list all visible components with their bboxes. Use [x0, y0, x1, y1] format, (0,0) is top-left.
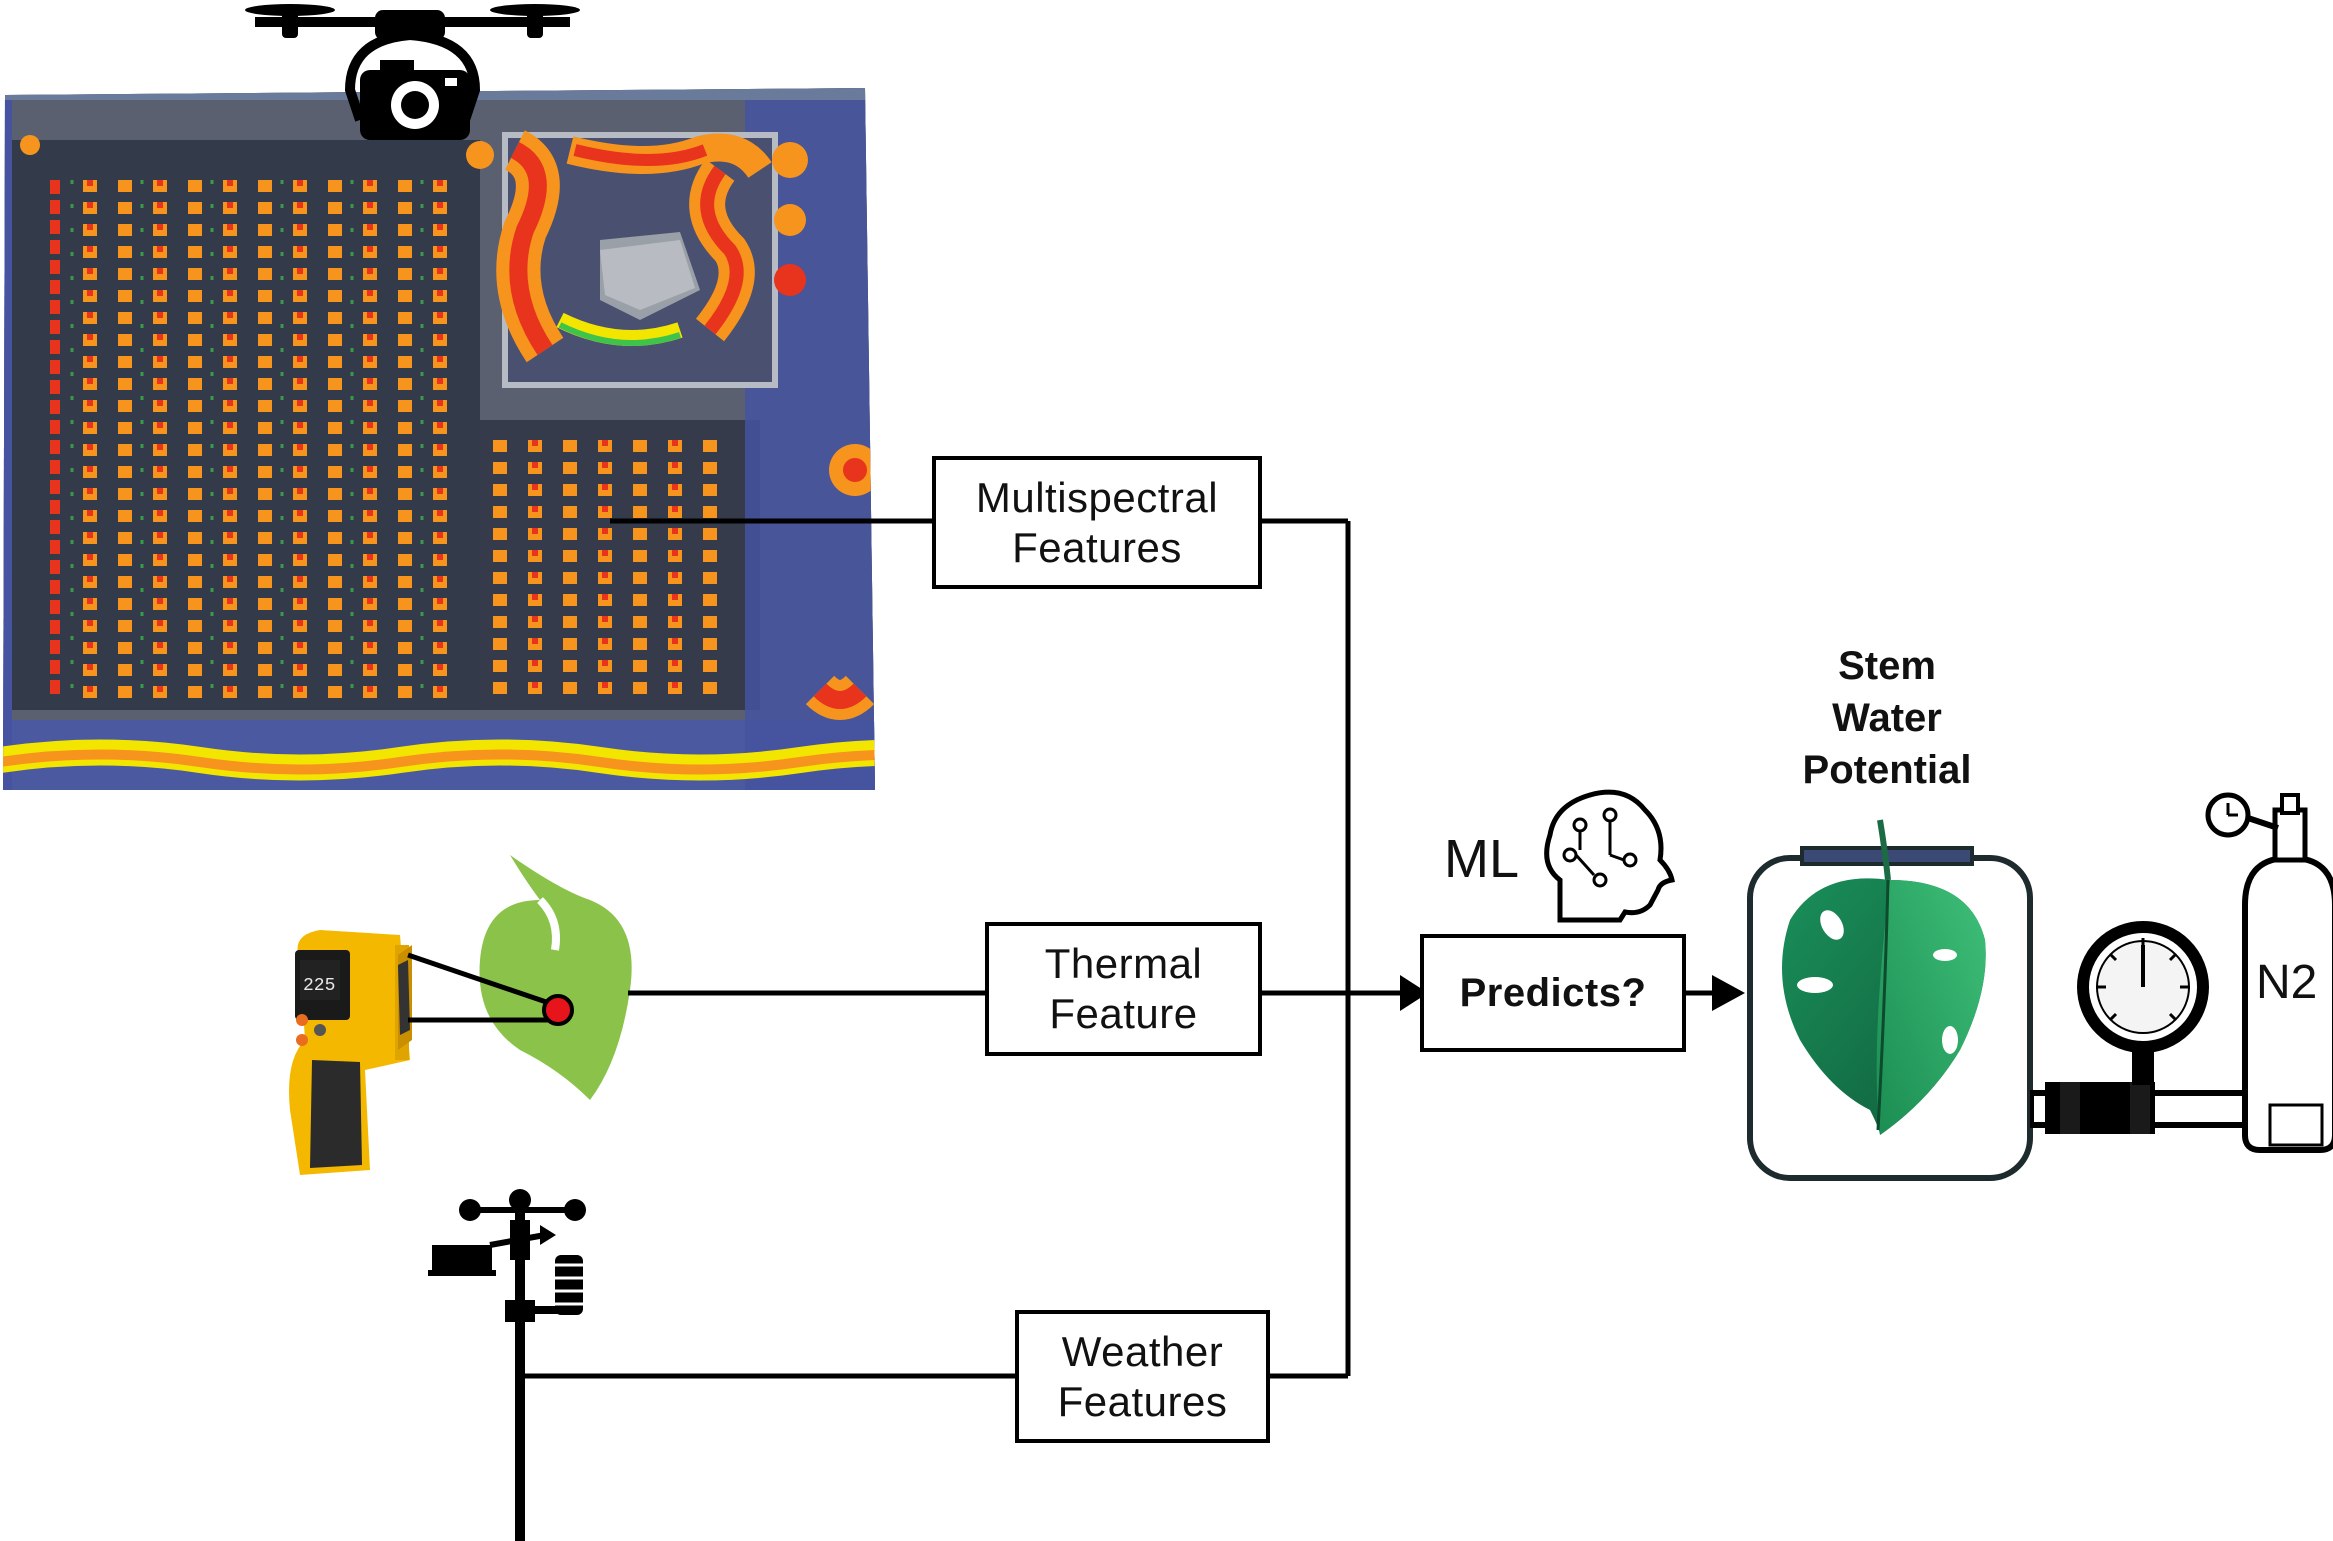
weather-features-box: Weather Features: [1015, 1310, 1270, 1443]
thermal-feature-box: Thermal Feature: [985, 922, 1262, 1056]
arrow-to-target: [1712, 975, 1745, 1011]
connector-lines: [520, 518, 1712, 1379]
predicts-box: Predicts?: [1420, 934, 1686, 1052]
thermometer-reading: 225: [303, 976, 335, 996]
thermal-line-2: Feature: [1049, 990, 1198, 1037]
thermal-line-1: Thermal: [1044, 940, 1203, 987]
leaf-icon: [407, 855, 632, 1100]
weather-line-1: Weather: [1061, 1327, 1224, 1375]
title-line-water: Water: [1832, 696, 1942, 740]
nitrogen-tank-icon: [2205, 792, 2333, 1153]
predicts-label: Predicts?: [1459, 971, 1647, 1015]
title-line-stem: Stem: [1838, 644, 1936, 688]
multispectral-line-2: Features: [1012, 523, 1182, 571]
ml-label: ML: [1444, 829, 1520, 889]
multispectral-features-box: Multispectral Features: [932, 456, 1262, 589]
drone-camera-icon: [245, 4, 580, 140]
pressure-gauge-icon: [2030, 921, 2270, 1134]
orchard-ndvi-map: [3, 88, 875, 790]
weather-line-2: Features: [1057, 1377, 1228, 1425]
infrared-thermometer-icon: 225: [289, 930, 412, 1175]
title-line-potential: Potential: [1802, 748, 1972, 792]
arrow-to-predicts: [1400, 975, 1428, 1011]
weather-station-icon: [428, 1189, 586, 1541]
tree-rows: [50, 180, 717, 700]
multispectral-line-1: Multispectral: [975, 473, 1219, 521]
leaf-jar-icon: [1747, 819, 2033, 1181]
ml-brain-icon: [1544, 789, 1675, 923]
stem-water-potential-title: Stem Water Potential: [1757, 640, 2017, 796]
n2-label: N2: [2256, 956, 2318, 1009]
